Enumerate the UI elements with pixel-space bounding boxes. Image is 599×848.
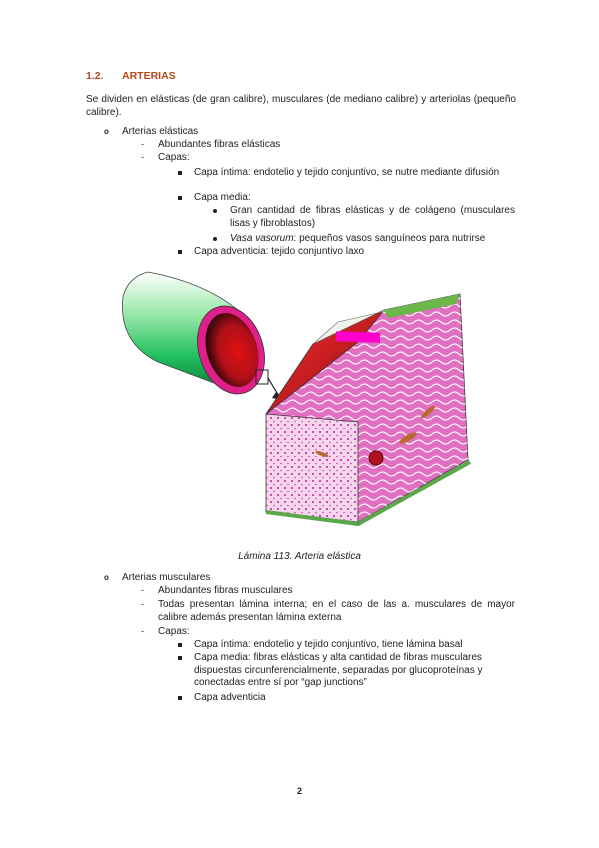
square-bullet-icon — [178, 656, 182, 660]
musculares-item-lamina: Todas presentan lámina interna; en el ca… — [158, 599, 515, 623]
musculares-intima: Capa íntima: endotelio y tejido conjunti… — [194, 639, 463, 650]
circle-bullet-icon: o — [104, 127, 109, 136]
dash-bullet-icon: - — [141, 139, 144, 149]
dash-bullet-icon: - — [141, 152, 144, 162]
section-number: 1.2. — [86, 70, 104, 82]
elasticas-capas-label: Capas: — [158, 152, 190, 163]
dash-bullet-icon: - — [141, 585, 144, 595]
elasticas-media-fibras: Gran cantidad de fibras elásticas y de c… — [230, 205, 515, 229]
musculares-item-fibras: Abundantes fibras musculares — [158, 585, 293, 596]
dot-bullet-icon — [213, 209, 217, 213]
elastic-artery-illustration — [122, 271, 471, 527]
dash-bullet-icon: - — [141, 626, 144, 636]
elasticas-adventicia: Capa adventicia: tejido conjuntivo laxo — [194, 246, 365, 257]
circle-bullet-icon: o — [104, 573, 109, 582]
section-heading: 1.2. ARTERIAS — [86, 70, 176, 82]
vasa-vasorum-term: Vasa vasorum — [230, 233, 294, 244]
intro-paragraph: Se dividen en elásticas (de gran calibre… — [86, 94, 516, 118]
elasticas-media-label: Capa media: — [194, 192, 251, 203]
vasa-vasorum-desc: : pequeños vasos sanguíneos para nutrirs… — [293, 233, 486, 244]
square-bullet-icon — [178, 250, 182, 254]
page-number: 2 — [296, 786, 302, 796]
figure-caption: Lámina 113. Arteria elástica — [238, 551, 361, 562]
artery-tube — [122, 271, 281, 400]
dash-bullet-icon: - — [141, 599, 144, 609]
elasticas-vasa-vasorum: Vasa vasorum: pequeños vasos sanguíneos … — [230, 233, 485, 246]
elasticas-title: Arterias elásticas — [122, 126, 199, 137]
dot-bullet-icon — [213, 237, 217, 241]
musculares-capas-label: Capas: — [158, 626, 190, 637]
square-bullet-icon — [178, 196, 182, 200]
musculares-adventicia: Capa adventicia — [194, 692, 266, 703]
elasticas-item-fibras: Abundantes fibras elásticas — [158, 139, 281, 150]
musculares-media: Capa media: fibras elásticas y alta cant… — [194, 652, 483, 688]
musculares-title: Arterias musculares — [122, 572, 211, 583]
square-bullet-icon — [178, 171, 182, 175]
square-bullet-icon — [178, 696, 182, 700]
square-bullet-icon — [178, 643, 182, 647]
section-title: ARTERIAS — [122, 70, 176, 82]
elasticas-intima: Capa íntima: endotelio y tejido conjunti… — [194, 167, 500, 178]
artery-wall-section — [265, 293, 471, 527]
